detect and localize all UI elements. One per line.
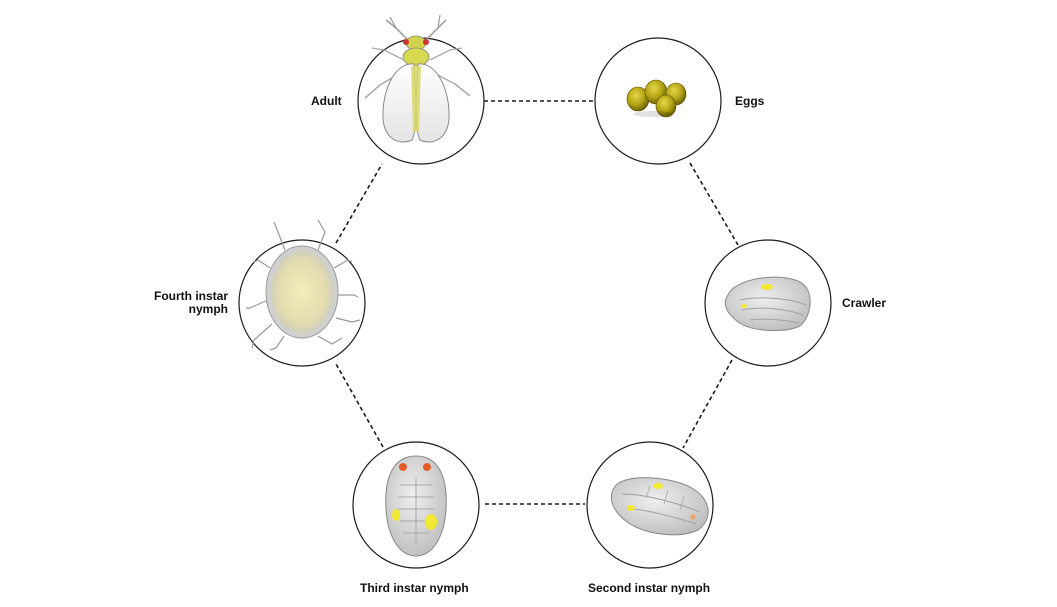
fourth-instar-label-line1: Fourth instar <box>154 289 228 303</box>
fourth-instar-label-line2: nymph <box>188 302 228 316</box>
adult-whitefly-icon <box>364 14 471 143</box>
connector-third-fourth <box>335 363 384 448</box>
third-instar-icon <box>385 455 447 557</box>
third-instar-label: Third instar nymph <box>360 581 469 595</box>
eggs-icon <box>626 79 687 118</box>
fourth-instar-icon <box>246 219 361 351</box>
crawler-label: Crawler <box>842 296 887 310</box>
connectors <box>335 100 739 505</box>
crawler-icon <box>724 276 811 332</box>
connector-eggs-crawler <box>689 162 739 246</box>
connector-crawler-second <box>682 359 733 449</box>
second-instar-label: Second instar nymph <box>588 581 711 595</box>
adult-label: Adult <box>311 94 342 108</box>
second-instar-icon <box>610 477 709 536</box>
fourth-instar-label: Fourth instar nymph <box>140 290 228 316</box>
eggs-label: Eggs <box>735 94 765 108</box>
connector-fourth-adult <box>335 163 383 244</box>
